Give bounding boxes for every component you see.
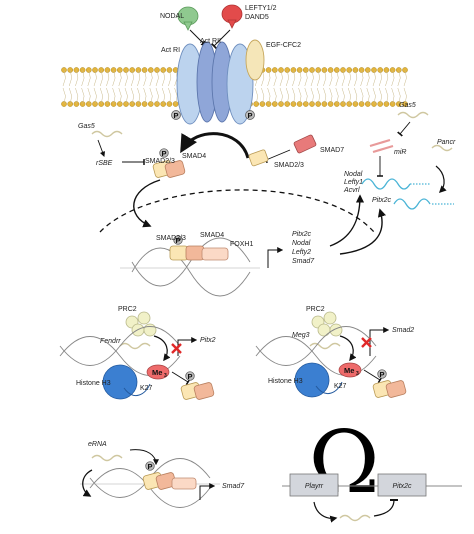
k27-label: K27 (140, 385, 153, 392)
playrr-label: Playrr (305, 483, 324, 490)
mirna (369, 138, 394, 154)
rsbe-label: rSBE (96, 160, 113, 167)
acvr-mrna-label: Acvrl (343, 187, 360, 194)
export-arrow (329, 194, 365, 247)
smad4-label: SMAD4 (182, 153, 206, 160)
dna-helix (120, 237, 260, 297)
histone-h3 (102, 364, 138, 400)
svg-text:P: P (187, 372, 192, 381)
prc2-complex (125, 311, 157, 337)
phosphorylation-arrow (180, 132, 250, 159)
smad23-right-label: SMAD2/3 (274, 162, 304, 169)
smad23-unphosphorylated (248, 149, 269, 167)
nuc-smad23-label: SMAD2/3 (156, 235, 186, 242)
playrr-rna (339, 514, 371, 522)
egf-cfc-label: EGF-CFC2 (266, 42, 301, 49)
svg-text:Me: Me (344, 366, 354, 375)
mir-label: miR (394, 149, 406, 156)
smad7-protein (293, 134, 317, 154)
act-ri-label: Act RI (161, 47, 180, 54)
svg-text:P: P (379, 370, 384, 379)
dand5-label: DAND5 (245, 14, 269, 21)
target-gene: Pitx2c (292, 231, 312, 238)
svg-text:P: P (147, 462, 152, 471)
nuc-smad4-label: SMAD4 (200, 232, 224, 239)
smad23-label: SMAD2/3 (145, 158, 175, 165)
gas5-mir-inhibition (397, 121, 411, 137)
me3-mark (146, 364, 170, 380)
svg-text:P: P (161, 149, 166, 158)
fendrr-label: Fendrr (100, 338, 121, 345)
transcription-arrow (267, 247, 284, 268)
nodal-label: NODAL (160, 13, 184, 20)
gas5-label: Gas5 (78, 123, 95, 130)
svg-text:3: 3 (356, 371, 359, 377)
svg-text:P: P (173, 111, 178, 120)
smad7-inhibition (264, 149, 291, 164)
erna-rna (91, 454, 123, 462)
omega-loop-icon: Ω (308, 413, 379, 513)
lefty-mrna-label: Lefty1 (344, 179, 363, 186)
target-mrna (361, 178, 411, 190)
playrr-gene-box (289, 473, 339, 497)
histone-label: Histone H3 (76, 380, 111, 387)
target-gene: Lefty2 (292, 249, 311, 256)
pitx2c-mrna-label: Pitx2c (372, 197, 392, 204)
gas5-rna (91, 130, 123, 138)
smad-complex: P (142, 461, 197, 490)
smad2-label: Smad2 (392, 327, 414, 334)
egf-cfc-coreceptor (245, 39, 265, 81)
histone-h3 (294, 362, 330, 398)
pancr-label: Pancr (437, 139, 456, 146)
smad7-label: SMAD7 (320, 147, 344, 154)
k27-label: K27 (334, 383, 347, 390)
nodal-mrna-label: Nodal (344, 171, 363, 178)
act-rii-label: Act RII (200, 38, 221, 45)
smad-complex: P (180, 371, 215, 400)
target-gene: Nodal (292, 240, 311, 247)
nodal-ligand (177, 6, 199, 31)
repression-x-icon (361, 337, 372, 348)
pitx2c-gene-box (377, 473, 427, 497)
prc2-label: PRC2 (118, 306, 137, 313)
phospho-icon: P (245, 110, 255, 120)
erna-label: eRNA (88, 441, 107, 448)
histone-label: Histone H3 (268, 378, 303, 385)
smad-complex: P (372, 369, 407, 398)
gas5-right-label: Gas5 (399, 102, 416, 109)
repression-x-icon (171, 343, 182, 354)
nodal-binding-arrow (189, 29, 207, 47)
prc2-complex (311, 311, 343, 337)
target-gene: Smad7 (292, 258, 315, 265)
svg-text:3: 3 (164, 373, 167, 379)
lefty-inhibition (210, 29, 231, 50)
lefty-label: LEFTY1/2 (245, 5, 277, 12)
svg-text:Me: Me (152, 368, 162, 377)
fendrr-rna (119, 342, 151, 350)
pitx2c-mrna (393, 198, 431, 210)
foxh1-label: FOXH1 (230, 241, 253, 248)
nuclear-translocation-arrow (133, 179, 161, 228)
lefty-ligand (221, 4, 243, 29)
nuclear-envelope (99, 189, 375, 233)
smad-transcription-complex: P (169, 235, 229, 261)
svg-text:P: P (247, 111, 252, 120)
playrr-inhibition (373, 498, 399, 517)
svg-text:P: P (175, 236, 180, 245)
meg3-label: Meg3 (292, 332, 310, 339)
prc2-label: PRC2 (306, 306, 325, 313)
phospho-icon: P (171, 110, 181, 120)
smad7-target-label: Smad7 (222, 483, 245, 490)
receptor-complex (176, 39, 265, 125)
smad23-smad4-complex: P (152, 148, 186, 178)
pitx2c-box-label: Pitx2c (392, 483, 412, 490)
me3-mark (338, 362, 362, 378)
pitx2-label: Pitx2 (200, 337, 216, 344)
